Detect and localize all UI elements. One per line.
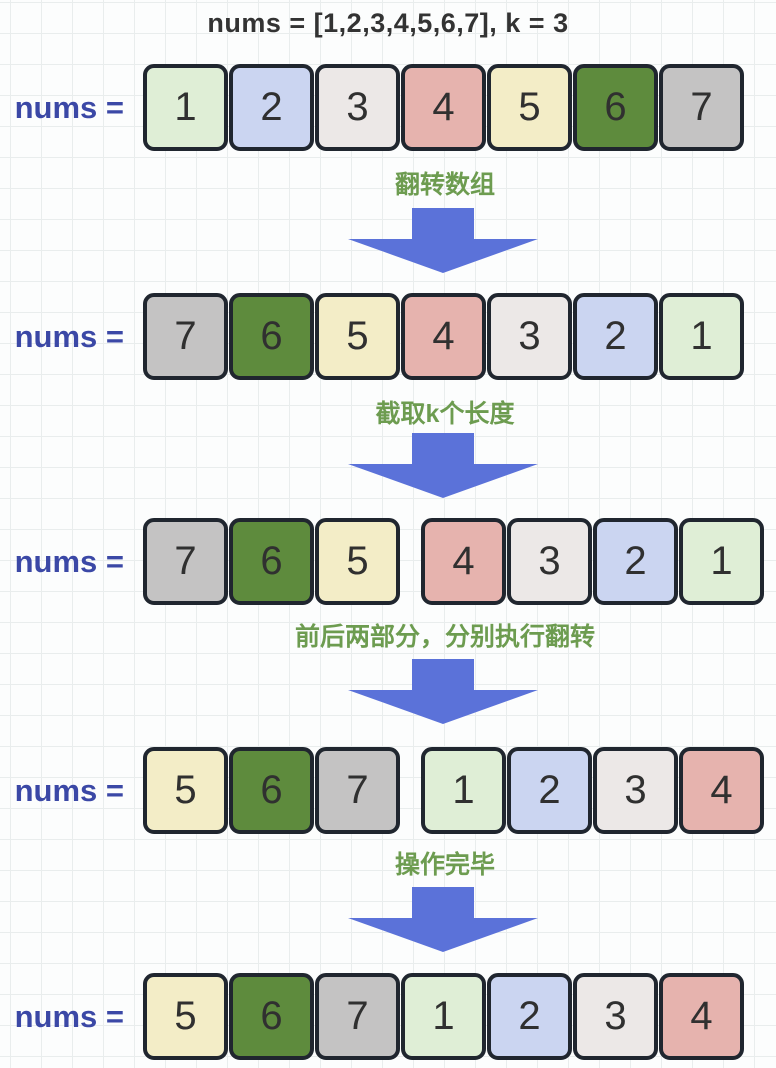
down-arrow xyxy=(55,433,776,498)
down-arrow-icon xyxy=(348,208,538,273)
array-cell: 6 xyxy=(229,747,314,834)
diagram-title: nums = [1,2,3,4,5,6,7], k = 3 xyxy=(207,8,569,38)
nums-label: nums = xyxy=(14,89,124,125)
array-cell: 5 xyxy=(315,293,400,380)
array-cell: 1 xyxy=(421,747,506,834)
array-cell: 2 xyxy=(487,973,572,1060)
array-cell: 7 xyxy=(315,973,400,1060)
down-arrow xyxy=(55,887,776,952)
nums-label: nums = xyxy=(14,543,124,579)
down-arrow xyxy=(55,208,776,273)
down-arrow-icon xyxy=(348,433,538,498)
array-cell: 5 xyxy=(143,747,228,834)
nums-label: nums = xyxy=(14,318,124,354)
array-cell: 3 xyxy=(315,64,400,151)
array-cell: 4 xyxy=(659,973,744,1060)
array-cell: 5 xyxy=(315,518,400,605)
array-cell: 1 xyxy=(659,293,744,380)
down-arrow xyxy=(55,659,776,724)
step-caption: 截取k个长度 xyxy=(375,400,515,428)
array-cell: 1 xyxy=(143,64,228,151)
array-cell: 4 xyxy=(401,64,486,151)
array-cell: 2 xyxy=(573,293,658,380)
down-arrow-icon xyxy=(348,887,538,952)
array-cell: 4 xyxy=(421,518,506,605)
array-cell: 3 xyxy=(593,747,678,834)
array-cell: 7 xyxy=(143,293,228,380)
array-cell: 7 xyxy=(315,747,400,834)
array-cell: 6 xyxy=(229,518,314,605)
array-cell: 3 xyxy=(507,518,592,605)
nums-label: nums = xyxy=(14,998,124,1034)
array-cell: 5 xyxy=(143,973,228,1060)
array-cell: 2 xyxy=(507,747,592,834)
array-cell: 3 xyxy=(573,973,658,1060)
array-cell: 7 xyxy=(143,518,228,605)
array-cell: 1 xyxy=(679,518,764,605)
nums-label: nums = xyxy=(14,772,124,808)
array-cell: 6 xyxy=(229,293,314,380)
array-cell: 6 xyxy=(573,64,658,151)
array-cell: 1 xyxy=(401,973,486,1060)
array-cell: 7 xyxy=(659,64,744,151)
array-cell: 2 xyxy=(593,518,678,605)
down-arrow-icon xyxy=(348,659,538,724)
step-caption: 操作完毕 xyxy=(394,851,495,879)
array-cell: 6 xyxy=(229,973,314,1060)
array-cell: 4 xyxy=(679,747,764,834)
array-cell: 2 xyxy=(229,64,314,151)
array-cell: 4 xyxy=(401,293,486,380)
step-caption: 前后两部分，分别执行翻转 xyxy=(294,623,595,651)
step-caption: 翻转数组 xyxy=(394,171,495,199)
array-cell: 5 xyxy=(487,64,572,151)
array-cell: 3 xyxy=(487,293,572,380)
